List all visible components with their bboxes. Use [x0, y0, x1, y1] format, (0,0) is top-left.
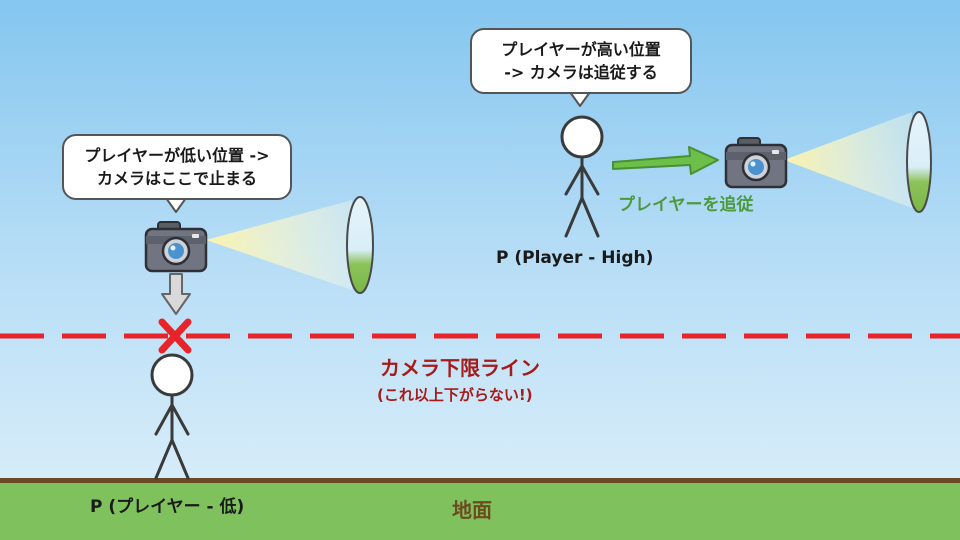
stick-figure-low: [150, 353, 194, 480]
player-high-label: P (Player - High): [496, 248, 654, 268]
follow-label: プレイヤーを追従: [618, 195, 754, 215]
view-cone-high: [784, 111, 932, 213]
x-mark-icon: [158, 318, 192, 354]
ground: [0, 478, 960, 540]
view-cone-low: [206, 196, 374, 294]
bubble-low-line2: カメラはここで止まる: [96, 169, 257, 188]
bubble-low-line1: プレイヤーが低い位置 ->: [84, 146, 270, 165]
right-arrow-icon: [612, 146, 719, 175]
limit-line-subtitle: (これ以上下がらない!): [377, 386, 533, 404]
player-low-label: P (プレイヤー - 低): [90, 497, 245, 517]
camera-icon: [724, 137, 788, 189]
stick-figure-high: [560, 115, 604, 238]
speech-bubble-low: プレイヤーが低い位置 -> カメラはここで止まる: [62, 134, 292, 200]
bubble-tail-low: [165, 197, 187, 213]
speech-bubble-high: プレイヤーが高い位置 -> カメラは追従する: [470, 28, 692, 94]
bubble-high-line1: プレイヤーが高い位置: [501, 40, 661, 59]
down-arrow-icon: [161, 273, 191, 315]
bubble-tail-high: [569, 91, 591, 107]
limit-line-title: カメラ下限ライン: [380, 356, 540, 380]
bubble-high-line2: -> カメラは追従する: [504, 63, 658, 82]
ground-label: 地面: [452, 498, 492, 522]
camera-icon: [144, 221, 208, 273]
